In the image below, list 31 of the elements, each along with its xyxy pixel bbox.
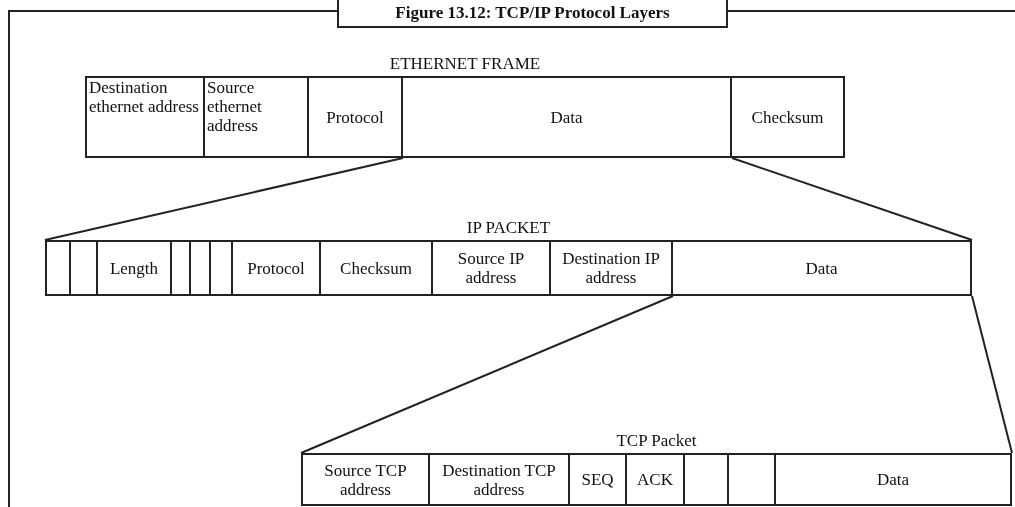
- field-cell: SEQ: [568, 453, 627, 506]
- field-cell: ACK: [625, 453, 685, 506]
- expansion-line: [971, 295, 1013, 454]
- field-cell: Checksum: [319, 240, 433, 296]
- field-cell: Destination ethernet address: [85, 76, 205, 158]
- empty-field-cell: [45, 240, 71, 296]
- row-heading: TCP Packet: [615, 431, 698, 451]
- field-cell: Checksum: [730, 76, 845, 158]
- field-cell: Protocol: [307, 76, 403, 158]
- field-cell: Length: [96, 240, 172, 296]
- expansion-line: [44, 157, 404, 241]
- empty-field-cell: [170, 240, 191, 296]
- field-cell: Data: [671, 240, 972, 296]
- empty-field-cell: [683, 453, 729, 506]
- field-cell: Data: [774, 453, 1012, 506]
- field-cell: Destination TCP address: [428, 453, 570, 506]
- field-cell: Source TCP address: [301, 453, 430, 506]
- empty-field-cell: [69, 240, 98, 296]
- row-heading: IP PACKET: [465, 218, 552, 238]
- field-cell: Destination IP address: [549, 240, 673, 296]
- expansion-line: [731, 157, 973, 241]
- field-cell: Source IP address: [431, 240, 551, 296]
- field-cell: Protocol: [231, 240, 321, 296]
- empty-field-cell: [209, 240, 233, 296]
- row-heading: ETHERNET FRAME: [388, 54, 542, 74]
- figure-title: Figure 13.12: TCP/IP Protocol Layers: [337, 0, 728, 28]
- empty-field-cell: [189, 240, 211, 296]
- empty-field-cell: [727, 453, 776, 506]
- field-cell: Data: [401, 76, 732, 158]
- expansion-line: [300, 295, 674, 454]
- field-cell: Source ethernet address: [203, 76, 309, 158]
